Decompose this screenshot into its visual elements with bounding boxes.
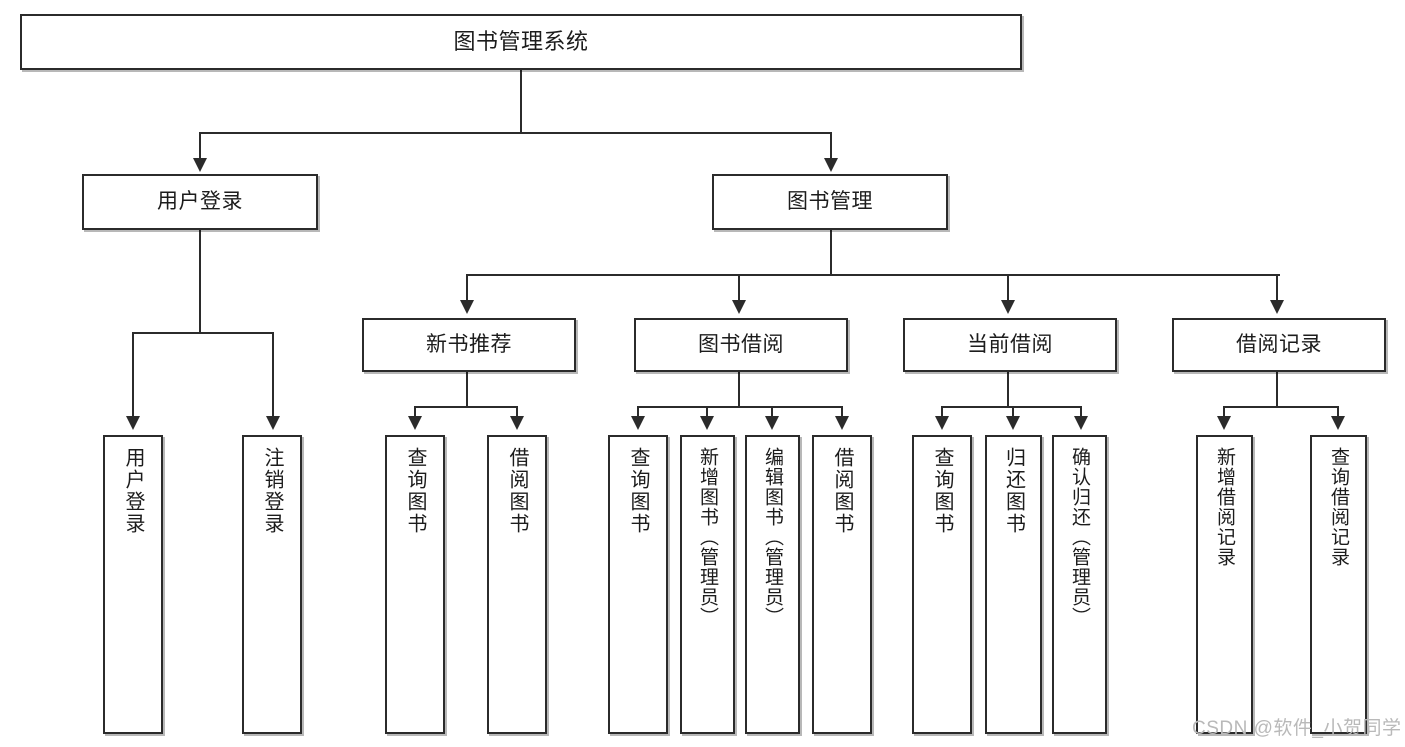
node-current-borrow[interactable]: 当前借阅 [903, 318, 1117, 372]
connector-book-manage-to-new-book-rec [466, 274, 468, 302]
node-leaf-query-book-2[interactable]: 查询图书 [608, 435, 668, 734]
arrow-book-manage-to-book-borrow [732, 300, 746, 314]
arrow-borrow-record-to-leaf-1 [1217, 416, 1231, 430]
watermark: CSDN @软件_小贺同学 [1192, 718, 1402, 739]
connector-root-to-user-login [199, 132, 201, 160]
connector-borrow-record-to-leaf-2 [1337, 406, 1339, 418]
arrow-book-manage-to-current-borrow [1001, 300, 1015, 314]
node-leaf-borrow-book-1-label: 借阅图书 [506, 447, 528, 535]
connector-current-borrow-to-leaf-1 [941, 406, 943, 418]
node-book-manage-label: 图书管理 [787, 190, 873, 214]
node-current-borrow-label: 当前借阅 [967, 333, 1053, 357]
connector-current-borrow-to-leaf-3 [1080, 406, 1082, 418]
arrow-book-borrow-to-leaf-1 [631, 416, 645, 430]
connector-book-borrow-to-leaf-3 [771, 406, 773, 418]
node-leaf-add-book[interactable]: 新增图书（管理员） [680, 435, 735, 734]
arrow-book-manage-to-borrow-record [1270, 300, 1284, 314]
connector-book-borrow-to-leaf-2 [706, 406, 708, 418]
node-leaf-borrow-book-1[interactable]: 借阅图书 [487, 435, 547, 734]
connector-user-login-bus [132, 332, 274, 334]
connector-book-manage-to-book-borrow [738, 274, 740, 302]
arrow-borrow-record-to-leaf-2 [1331, 416, 1345, 430]
node-borrow-record-label: 借阅记录 [1236, 333, 1322, 357]
node-leaf-logout[interactable]: 注销登录 [242, 435, 302, 734]
arrow-current-borrow-to-leaf-1 [935, 416, 949, 430]
arrow-new-book-rec-to-leaf-2 [510, 416, 524, 430]
node-leaf-query-book-1[interactable]: 查询图书 [385, 435, 445, 734]
connector-new-book-rec-to-leaf-1 [414, 406, 416, 418]
node-leaf-query-book-3-label: 查询图书 [931, 447, 953, 535]
arrow-current-borrow-to-leaf-3 [1074, 416, 1088, 430]
connector-borrow-record-to-leaf-1 [1223, 406, 1225, 418]
connector-book-borrow-bus [637, 406, 842, 408]
node-leaf-query-book-1-label: 查询图书 [404, 447, 426, 535]
connector-borrow-record-bus [1223, 406, 1339, 408]
node-new-book-rec-label: 新书推荐 [426, 333, 512, 357]
node-root-label: 图书管理系统 [453, 28, 589, 54]
arrow-book-manage-to-new-book-rec [460, 300, 474, 314]
node-leaf-edit-book-label: 编辑图书（管理员） [762, 447, 783, 627]
connector-book-borrow-to-leaf-1 [637, 406, 639, 418]
node-leaf-add-book-label: 新增图书（管理员） [697, 447, 718, 627]
arrow-new-book-rec-to-leaf-1 [408, 416, 422, 430]
connector-user-login-to-leaf-2 [272, 332, 274, 418]
connector-book-borrow-trunk [738, 372, 740, 408]
node-user-login-label: 用户登录 [157, 190, 243, 214]
connector-book-borrow-to-leaf-4 [841, 406, 843, 418]
node-new-book-rec[interactable]: 新书推荐 [362, 318, 576, 372]
arrow-book-borrow-to-leaf-4 [835, 416, 849, 430]
node-leaf-user-login[interactable]: 用户登录 [103, 435, 163, 734]
connector-new-book-rec-to-leaf-2 [516, 406, 518, 418]
node-leaf-query-book-3[interactable]: 查询图书 [912, 435, 972, 734]
node-leaf-add-record-label: 新增借阅记录 [1214, 447, 1235, 567]
node-book-borrow[interactable]: 图书借阅 [634, 318, 848, 372]
connector-borrow-record-trunk [1276, 372, 1278, 408]
connector-root-bus [199, 132, 832, 134]
node-leaf-confirm-return-label: 确认归还（管理员） [1069, 447, 1090, 627]
connector-user-login-to-leaf-1 [132, 332, 134, 418]
arrow-user-login-to-leaf-2 [266, 416, 280, 430]
connector-root-to-book-manage [830, 132, 832, 160]
arrow-book-borrow-to-leaf-2 [700, 416, 714, 430]
node-book-borrow-label: 图书借阅 [698, 333, 784, 357]
arrow-book-borrow-to-leaf-3 [765, 416, 779, 430]
node-root[interactable]: 图书管理系统 [20, 14, 1022, 70]
connector-current-borrow-bus [941, 406, 1081, 408]
arrow-current-borrow-to-leaf-2 [1006, 416, 1020, 430]
node-leaf-borrow-book-2-label: 借阅图书 [831, 447, 853, 535]
connector-new-book-rec-bus [414, 406, 518, 408]
arrow-root-to-user-login [193, 158, 207, 172]
connector-root-trunk [520, 70, 522, 133]
node-user-login[interactable]: 用户登录 [82, 174, 318, 230]
node-leaf-confirm-return[interactable]: 确认归还（管理员） [1052, 435, 1107, 734]
arrow-user-login-to-leaf-1 [126, 416, 140, 430]
connector-new-book-rec-trunk [466, 372, 468, 408]
node-leaf-query-record[interactable]: 查询借阅记录 [1310, 435, 1367, 734]
node-leaf-query-book-2-label: 查询图书 [627, 447, 649, 535]
connector-current-borrow-to-leaf-2 [1012, 406, 1014, 418]
node-leaf-return-book-label: 归还图书 [1002, 447, 1025, 535]
connector-book-manage-trunk [830, 230, 832, 276]
connector-current-borrow-trunk [1007, 372, 1009, 408]
node-leaf-query-record-label: 查询借阅记录 [1328, 447, 1349, 567]
connector-user-login-trunk [199, 230, 201, 333]
node-leaf-logout-label: 注销登录 [261, 447, 283, 535]
arrow-root-to-book-manage [824, 158, 838, 172]
node-leaf-edit-book[interactable]: 编辑图书（管理员） [745, 435, 800, 734]
node-leaf-user-login-label: 用户登录 [122, 447, 144, 535]
node-leaf-return-book[interactable]: 归还图书 [985, 435, 1042, 734]
node-leaf-add-record[interactable]: 新增借阅记录 [1196, 435, 1253, 734]
node-book-manage[interactable]: 图书管理 [712, 174, 948, 230]
connector-book-manage-bus [466, 274, 1280, 276]
node-leaf-borrow-book-2[interactable]: 借阅图书 [812, 435, 872, 734]
connector-book-manage-to-current-borrow [1007, 274, 1009, 302]
node-borrow-record[interactable]: 借阅记录 [1172, 318, 1386, 372]
connector-book-manage-to-borrow-record [1276, 274, 1278, 302]
